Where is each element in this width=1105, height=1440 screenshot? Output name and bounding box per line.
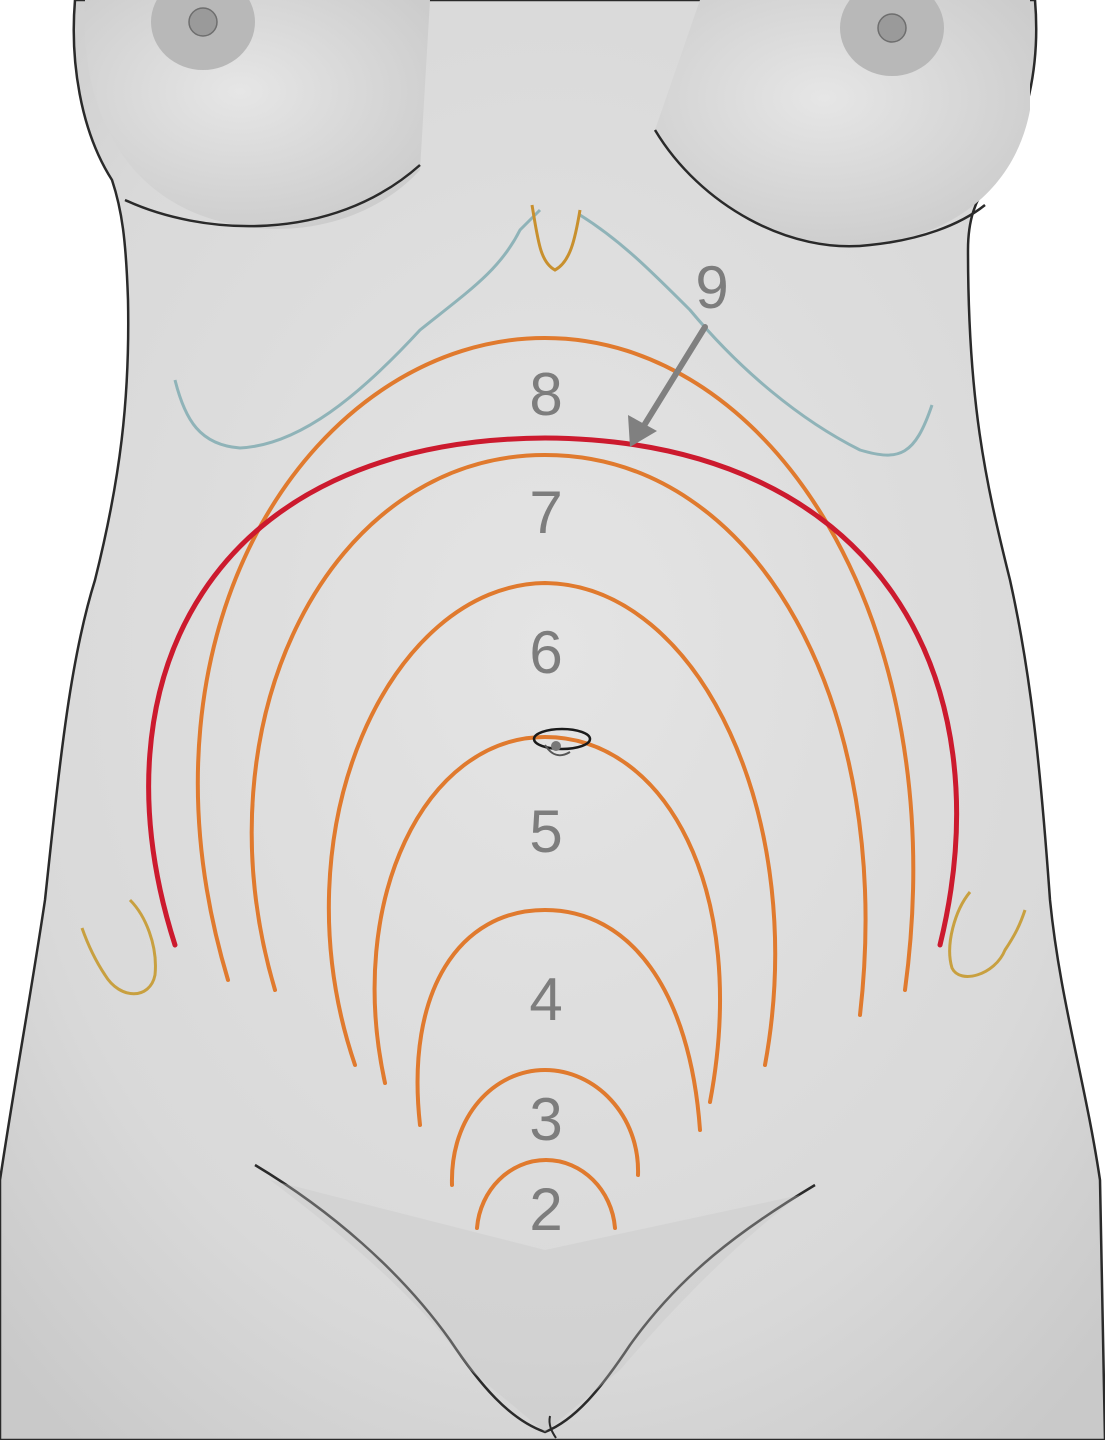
month-label-5: 5 (529, 798, 562, 865)
month-label-7: 7 (529, 479, 562, 546)
month-label-2: 2 (529, 1176, 562, 1243)
month-label-4: 4 (529, 966, 562, 1033)
month-label-3: 3 (529, 1086, 562, 1153)
month-label-6: 6 (529, 619, 562, 686)
month-label-9: 9 (695, 254, 728, 321)
month-label-8: 8 (529, 361, 562, 428)
left-nipple (189, 8, 217, 36)
right-nipple (878, 14, 906, 42)
